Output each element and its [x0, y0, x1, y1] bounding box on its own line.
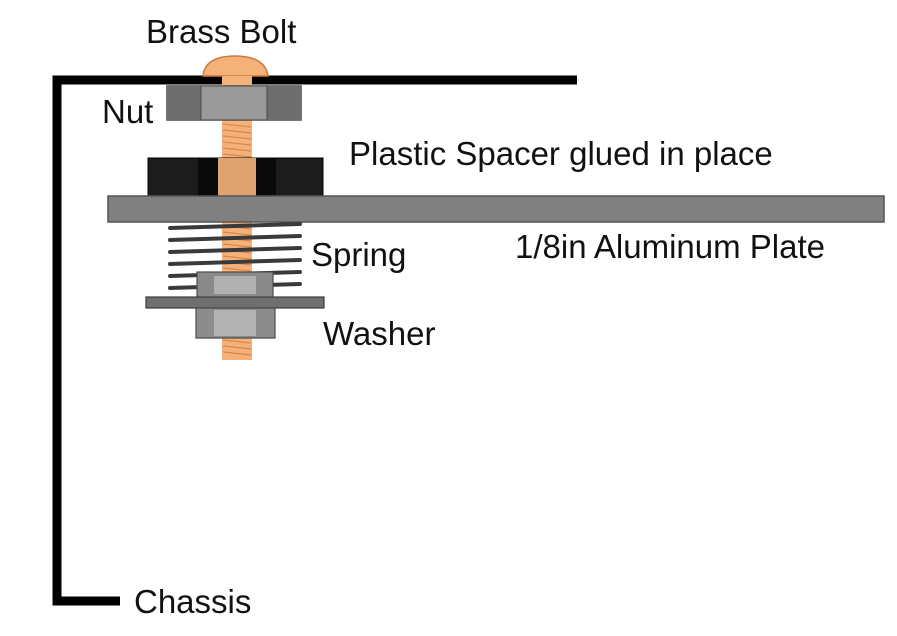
bolt-thread-line	[222, 339, 252, 344]
label-washer: Washer	[323, 315, 435, 352]
chassis-bracket	[52, 75, 577, 606]
bolt-thread-line	[222, 123, 252, 128]
label-nut: Nut	[102, 93, 153, 130]
bolt-head	[202, 55, 269, 77]
label-brass-bolt: Brass Bolt	[146, 13, 296, 50]
label-spring: Spring	[311, 236, 406, 273]
bolt-thread-line	[222, 345, 252, 350]
bolt-thread-line	[222, 141, 252, 146]
lower-nut-upper	[196, 271, 274, 299]
washer	[145, 296, 325, 309]
spring-coil	[168, 246, 302, 254]
top-nut	[166, 85, 302, 121]
bolt-thread-line	[222, 267, 252, 272]
spring-coil	[168, 234, 302, 242]
spring-coil	[168, 258, 302, 266]
plastic-spacer	[147, 157, 324, 197]
aluminum-plate	[107, 195, 885, 223]
label-chassis: Chassis	[134, 583, 251, 620]
bolt-thread-line	[222, 129, 252, 134]
spring-coil	[168, 222, 302, 230]
bolt-thread-line	[222, 243, 252, 248]
bolt-thread-line	[222, 147, 252, 152]
bolt-thread-line	[222, 135, 252, 140]
label-plastic-spacer: Plastic Spacer glued in place	[349, 135, 773, 172]
bolt-thread-line	[222, 231, 252, 236]
bolt-thread-line	[222, 351, 252, 356]
bolt-thread-line	[222, 255, 252, 260]
bolt-thread-line	[222, 153, 252, 158]
bottom-nut	[195, 307, 276, 339]
label-aluminum-plate: 1/8in Aluminum Plate	[515, 228, 825, 265]
